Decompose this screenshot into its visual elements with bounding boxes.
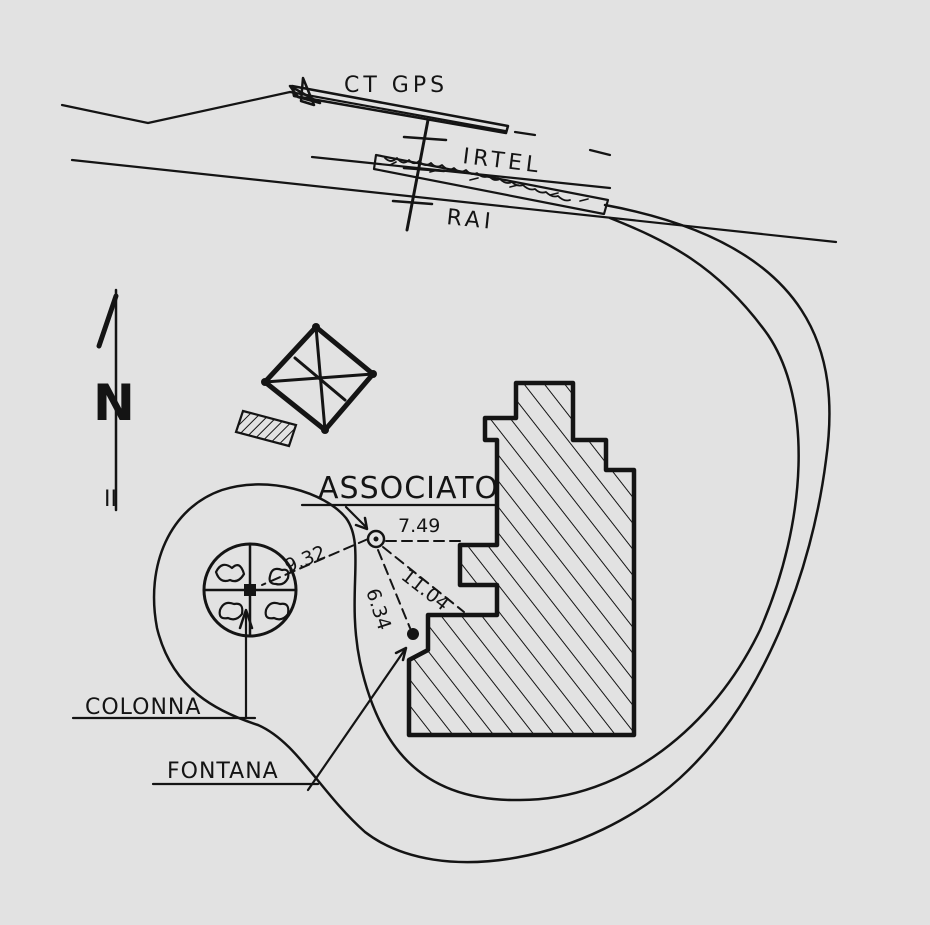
main-building [406,380,637,738]
dimension-to-colonna: 9.32 [282,541,329,577]
measurement-lines [261,538,465,629]
dimension-to-building: 7.49 [398,515,440,537]
associato-leader [300,503,500,531]
dimension-to-fontana: 6.34 [361,586,395,633]
hedge-strip [372,153,610,216]
gps-marker [288,76,510,135]
associated-point [366,529,386,549]
tree-circle [202,542,298,638]
fontana-leader [151,646,408,792]
diamond-tower [261,323,377,434]
dimension-to-building-diagonal: 11.04 [397,565,453,616]
rai-label: RAI [445,205,495,235]
driveway-loop [152,203,831,864]
north-arrow [96,288,119,512]
colonna-leader [71,608,257,720]
north-letter: N [93,374,135,432]
scale-mark: II [104,487,117,512]
fontana-label: FONTANA [167,759,279,784]
colonna-label: COLONNA [85,695,201,720]
hatched-shed [234,409,298,448]
associato-label: ASSOCIATO [318,471,499,506]
fontana-point [407,628,419,640]
ct-gps-label: CT GPS [344,73,448,98]
